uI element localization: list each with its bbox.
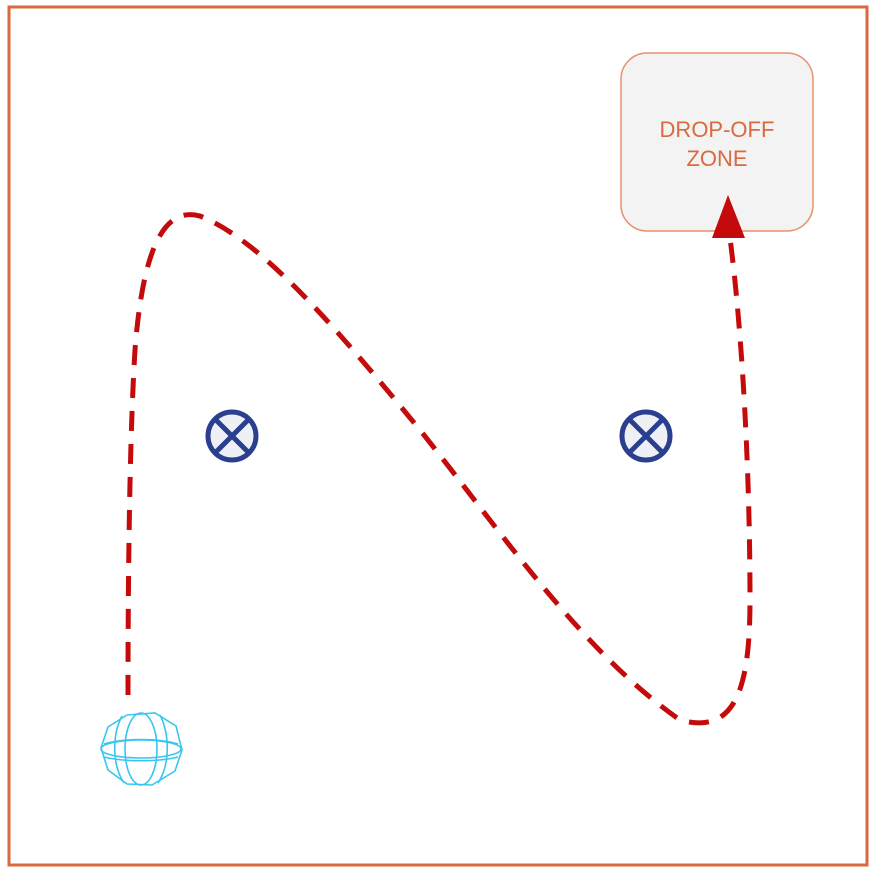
drop-off-zone-label-line2: ZONE [686, 146, 747, 171]
path-arrowhead-icon [712, 195, 745, 238]
field-border [7, 5, 869, 867]
robot-path [125, 212, 753, 726]
wireframe-sphere-icon [100, 712, 183, 786]
drop-off-zone-label-line1: DROP-OFF [660, 117, 775, 142]
x-circle-icon [619, 409, 673, 463]
drop-off-zone: DROP-OFF ZONE [620, 52, 814, 232]
obstacle-marker-right [619, 409, 673, 463]
robot-start-marker [100, 712, 183, 786]
x-circle-icon [205, 409, 259, 463]
obstacle-marker-left [205, 409, 259, 463]
drop-off-zone-box [620, 52, 814, 232]
